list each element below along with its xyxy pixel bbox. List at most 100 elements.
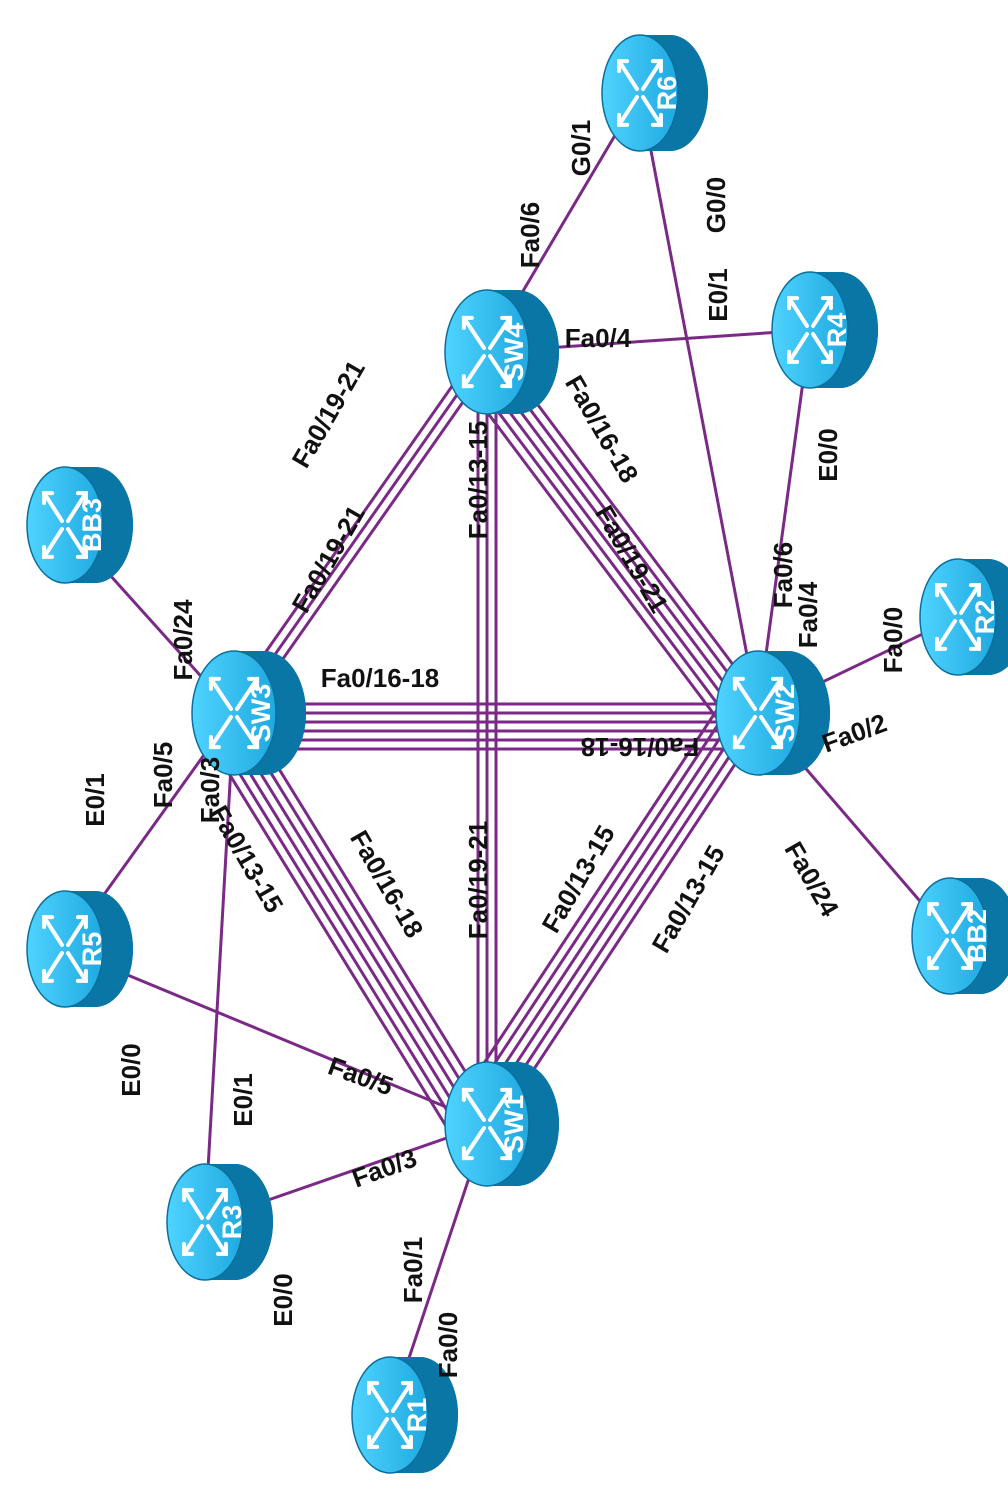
- device-r3[interactable]: R3: [166, 1163, 273, 1281]
- device-r6[interactable]: R6: [601, 34, 708, 152]
- link-sw3-r3: [203, 712, 236, 1223]
- link-sw4-sw2: [457, 361, 745, 736]
- port-label: Fa0/4: [793, 581, 823, 648]
- link-wire: [485, 351, 760, 714]
- device-name-label: R2: [970, 600, 1000, 635]
- device-name-label: BB2: [962, 909, 992, 963]
- link-sw3-sw1: [225, 707, 496, 1130]
- device-bb2[interactable]: BB2: [911, 877, 1008, 995]
- port-label: Fa0/0: [878, 607, 908, 674]
- port-label: G0/0: [701, 177, 731, 233]
- link-wire: [203, 712, 236, 1223]
- port-label: Fa0/19-21: [286, 355, 371, 473]
- port-label: Fa0/19-21: [286, 500, 371, 618]
- link-wire: [202, 731, 458, 1144]
- device-name-label: R1: [402, 1398, 432, 1433]
- device-r5[interactable]: R5: [26, 890, 133, 1008]
- router-icon: [927, 902, 973, 970]
- link-sw2-sw1: [478, 707, 767, 1130]
- link-r5-sw1: [64, 947, 488, 1126]
- device-name-label: SW4: [499, 323, 529, 382]
- link-sw3-sw1: [202, 721, 473, 1144]
- router-icon: [617, 59, 663, 127]
- link-sw4-sw1: [476, 352, 498, 1124]
- device-sw2[interactable]: SW2: [715, 650, 830, 776]
- link-wire: [493, 717, 767, 1130]
- device-name-label: SW3: [246, 684, 276, 743]
- port-label: E0/0: [116, 1043, 146, 1097]
- link-wire: [455, 692, 730, 1106]
- port-label: Fa0/5: [324, 1051, 397, 1102]
- device-r4[interactable]: R4: [771, 271, 878, 389]
- device-name-label: R3: [217, 1205, 247, 1240]
- port-label: E0/1: [703, 268, 733, 322]
- port-label: Fa0/5: [148, 742, 178, 809]
- link-wire: [756, 329, 812, 714]
- port-label: Fa0/4: [565, 323, 632, 353]
- link-wire: [471, 361, 745, 725]
- port-label: Fa0/16-18: [559, 370, 644, 488]
- device-r2[interactable]: R2: [919, 558, 1008, 676]
- link-wire: [240, 356, 496, 720]
- port-label: Fa0/6: [768, 542, 798, 609]
- device-sw1[interactable]: SW1: [444, 1061, 559, 1187]
- link-wire: [64, 947, 488, 1126]
- link-wire: [492, 345, 767, 709]
- device-r1[interactable]: R1: [351, 1356, 458, 1474]
- router-icon: [367, 1381, 413, 1449]
- router-icon: [42, 915, 88, 983]
- switch-icon: [208, 676, 260, 750]
- port-label: Fa0/19-21: [589, 500, 674, 618]
- link-wire: [478, 707, 752, 1120]
- device-bb3[interactable]: BB3: [26, 466, 133, 584]
- device-name-label: R6: [652, 76, 682, 111]
- port-label: Fa0/16-18: [344, 825, 429, 943]
- link-sw2-sw1: [455, 692, 745, 1115]
- port-label: E0/1: [80, 773, 110, 827]
- link-sw3-sw2: [234, 702, 758, 724]
- link-wire: [463, 697, 737, 1110]
- switch-icon: [732, 676, 784, 750]
- switch-icon: [461, 1087, 513, 1161]
- port-label: Fa0/3: [348, 1143, 421, 1194]
- device-name-label: R5: [77, 932, 107, 967]
- link-wire: [225, 716, 481, 1130]
- switch-icon: [461, 315, 513, 389]
- link-wire: [225, 345, 481, 709]
- link-wire: [240, 707, 496, 1121]
- port-label: Fa0/1: [398, 1237, 428, 1304]
- port-label: Fa0/24: [168, 599, 198, 680]
- link-wire: [457, 372, 731, 736]
- link-wire: [232, 351, 489, 714]
- port-label: Fa0/16-18: [581, 732, 700, 762]
- port-label: Fa0/13-15: [463, 421, 493, 540]
- link-sw3-sw4: [225, 345, 496, 720]
- router-icon: [787, 296, 833, 364]
- link-r6-sw2: [638, 92, 760, 714]
- device-name-label: SW1: [499, 1095, 529, 1154]
- link-wire: [478, 356, 753, 720]
- port-label: E0/1: [228, 1073, 258, 1127]
- device-sw3[interactable]: SW3: [191, 650, 306, 776]
- port-label: E0/0: [268, 1273, 298, 1327]
- port-label: Fa0/13-15: [646, 840, 731, 958]
- link-wire: [470, 702, 745, 1115]
- device-sw4[interactable]: SW4: [444, 289, 559, 415]
- port-label: Fa0/19-21: [463, 821, 493, 940]
- link-wire: [232, 712, 489, 1125]
- device-name-label: SW2: [770, 684, 800, 743]
- link-wire: [485, 712, 760, 1125]
- links-layer: [63, 92, 959, 1416]
- link-sw4-sw2: [478, 345, 767, 720]
- port-label: Fa0/24: [779, 836, 846, 922]
- port-label: Fa0/3: [195, 757, 225, 824]
- port-label: E0/0: [813, 428, 843, 482]
- port-label: Fa0/0: [433, 1312, 463, 1379]
- link-wire: [464, 367, 738, 731]
- port-label: Fa0/6: [515, 202, 545, 269]
- router-icon: [935, 583, 981, 651]
- device-name-label: BB3: [77, 498, 107, 552]
- link-wire: [638, 92, 760, 714]
